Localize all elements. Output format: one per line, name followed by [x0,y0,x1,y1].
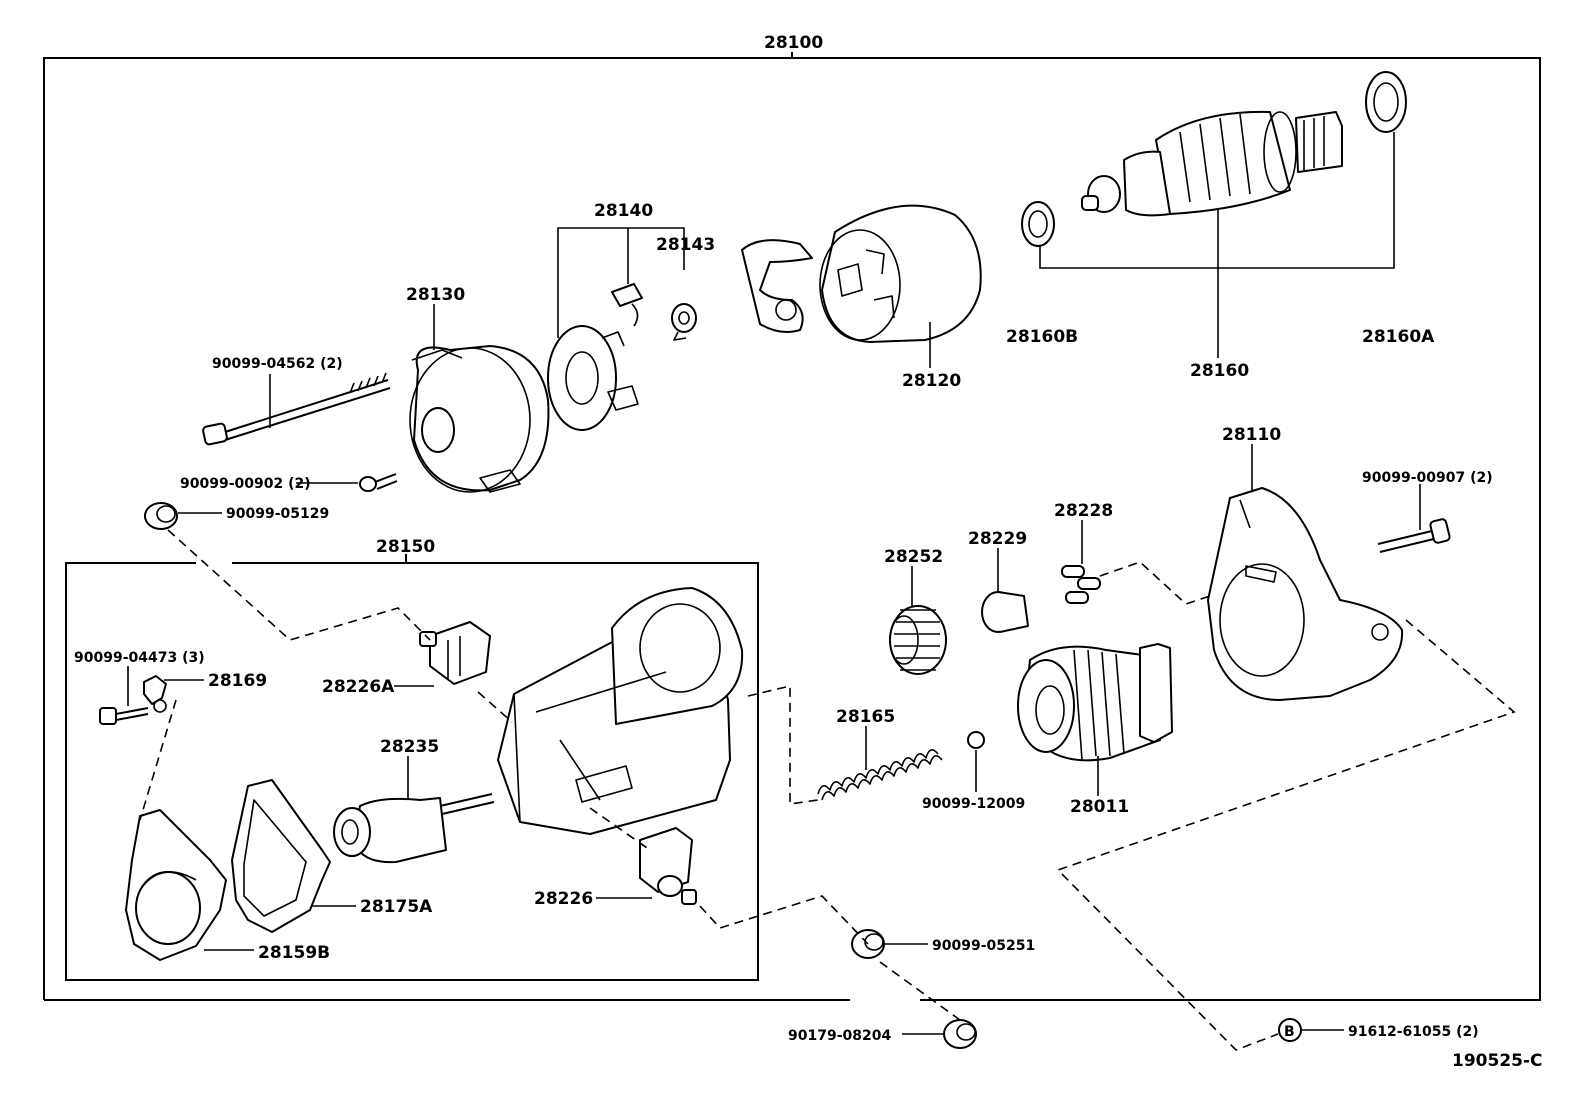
plunger-part [333,793,495,864]
label-90099-04473: 90099-04473 (3) [74,650,205,666]
assembly-dashed-lines [139,529,1516,1051]
label-90099-00907: 90099-00907 (2) [1362,470,1493,486]
screw-part [359,473,398,492]
bearing-b-part [1021,201,1055,247]
retainer-part [981,591,1029,633]
label-28226A: 28226A [322,677,395,697]
through-bolt-part [202,372,391,446]
label-90099-00902: 90099-00902 (2) [180,476,311,492]
bearing-a-part [1365,71,1407,133]
label-28165: 28165 [836,707,895,727]
label-28252: 28252 [884,547,943,567]
label-28175A: 28175A [360,897,433,917]
compression-spring-part [817,749,943,801]
gasket-part [231,779,331,933]
diagram-code: 190525-C [1452,1051,1543,1071]
brush-spring-part [671,303,697,341]
label-28011: 28011 [1070,797,1129,817]
label-28110: 28110 [1222,425,1281,445]
label-28235: 28235 [380,737,439,757]
b-marker-letter: B [1284,1024,1295,1040]
label-28229: 28229 [968,529,1027,549]
magnetic-switch-housing-part [497,587,744,835]
terminal-a-part [419,621,491,685]
clamp-part [143,675,167,713]
label-91612-61055: 91612-61055 (2) [1348,1024,1479,1040]
label-90099-12009: 90099-12009 [922,796,1025,812]
label-28160A: 28160A [1362,327,1435,347]
cover-bolt-part [99,707,149,725]
armature-part [1081,110,1343,217]
steel-ball-part [967,731,985,749]
yoke-field-part [741,204,982,343]
commutator-end-cover-part [409,345,550,493]
nut-part [144,502,178,530]
label-28228: 28228 [1054,501,1113,521]
label-28226: 28226 [534,889,593,909]
assembly-frame [43,52,1541,1001]
label-90099-05251: 90099-05251 [932,938,1035,954]
label-90179-08204: 90179-08204 [788,1028,891,1044]
idler-gear-part [889,605,947,675]
label-28143: 28143 [656,235,715,255]
housing-bolt-part [1377,518,1451,553]
label-28130: 28130 [406,285,465,305]
switch-cover-part [125,809,227,961]
label-28169: 28169 [208,671,267,691]
b-marker-icon [1278,1018,1302,1042]
label-28160: 28160 [1190,361,1249,381]
label-28140: 28140 [594,201,653,221]
label-28120: 28120 [902,371,961,391]
label-90099-04562: 90099-04562 (2) [212,356,343,372]
label-28159B: 28159B [258,943,330,963]
label-90099-05129: 90099-05129 [226,506,329,522]
drive-housing-part [1207,487,1404,701]
roller-part [1061,565,1101,604]
subassembly-frame [65,554,759,981]
terminal-part [639,827,697,905]
label-28150: 28150 [376,537,435,557]
nut-08204-part [943,1019,977,1049]
starter-clutch-part [1017,643,1173,762]
label-assembly: 28100 [764,33,823,53]
label-28160B: 28160B [1006,327,1078,347]
brush-holder-part [547,283,643,431]
